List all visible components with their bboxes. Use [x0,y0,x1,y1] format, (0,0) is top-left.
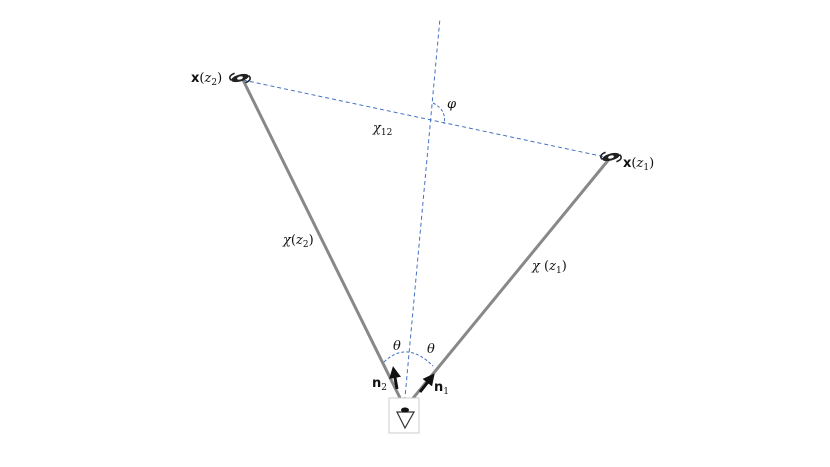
n1-arrow [418,373,435,393]
label-theta-right: θ [427,342,435,357]
ray-to-galaxy-2 [241,79,407,409]
label-x-z2: x(z2) [191,71,222,88]
phi-arc [432,102,445,125]
label-chi-z2: χ(z2) [282,233,314,250]
spiral-galaxy-icon [600,151,622,163]
label-theta-left: θ [393,339,401,354]
separation-line [242,79,611,159]
eye-icon [388,397,420,434]
label-x-z1: x(z1) [623,156,654,173]
label-phi: φ [447,97,457,112]
n2-arrow [389,366,401,390]
bisector-line [403,17,441,409]
theta-arc [383,351,434,367]
ray-to-galaxy-1 [403,157,612,409]
spiral-galaxy-icon [229,72,251,84]
label-n1: n1 [434,380,449,397]
label-chi-12: χ12 [372,121,392,138]
label-n2: n2 [372,376,387,393]
label-chi-z1: χ (z1) [531,259,567,276]
